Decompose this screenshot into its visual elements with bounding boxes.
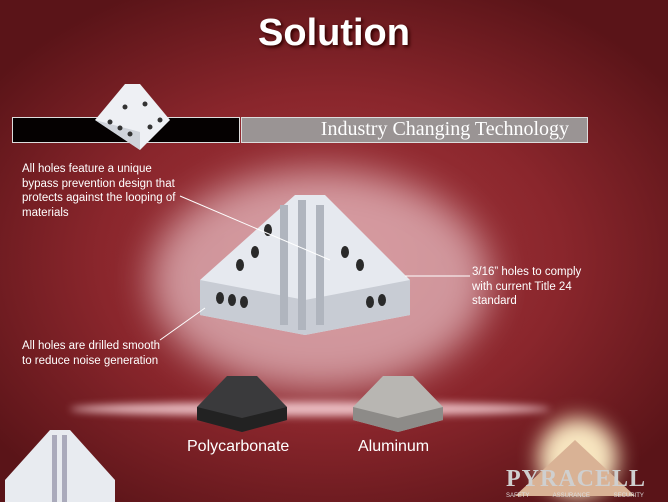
- product-label-aluminum: Aluminum: [358, 438, 430, 455]
- small-pyramid-product-image: [95, 84, 170, 150]
- slide-title: Solution: [258, 12, 410, 54]
- banner: Industry Changing Technology: [241, 117, 588, 143]
- callout-drilled-smooth: All holes are drilled smooth to reduce n…: [22, 340, 161, 367]
- corner-product-image: [5, 430, 115, 502]
- logo-pyramid-icon: [515, 440, 635, 496]
- main-product-image: [200, 195, 410, 335]
- callout-hole-size: 3/16” holes to comply with current Title…: [472, 266, 582, 307]
- logo-wordmark: PYRACELL: [506, 466, 647, 492]
- callout-bypass-prevention: All holes feature a unique bypass preven…: [22, 163, 176, 219]
- logo-tagline: SAFETY ASSURANCE SECURITY: [506, 493, 644, 499]
- aluminum-product-image: [353, 376, 443, 432]
- polycarbonate-product-image: [197, 376, 287, 432]
- shelf-glow: [70, 402, 550, 416]
- product-label-polycarbonate: Polycarbonate: [187, 438, 290, 455]
